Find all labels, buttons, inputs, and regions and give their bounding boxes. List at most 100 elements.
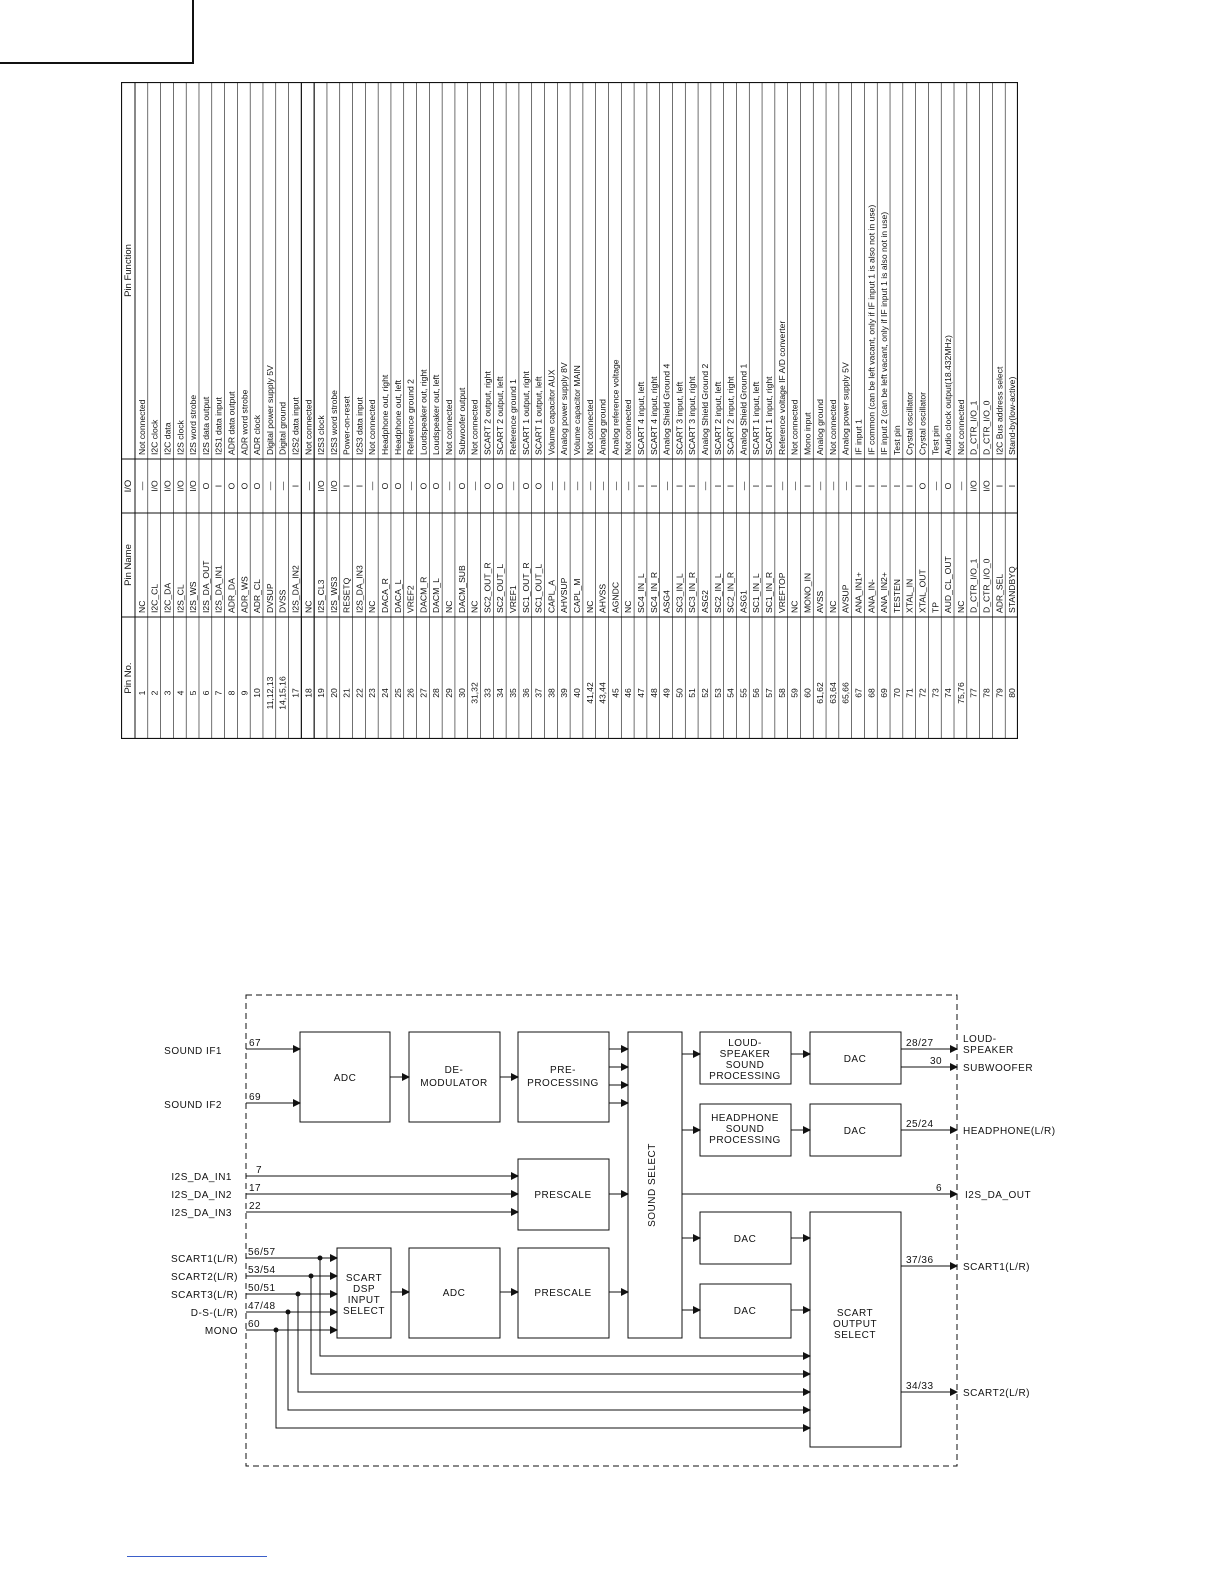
pin-function-cell: Analog Shield Ground 1	[738, 364, 748, 455]
pin-number-cell: 53	[713, 688, 723, 698]
pin-function-cell: Not connected	[790, 399, 800, 455]
pin-name-cell: ANA_IN-	[866, 579, 876, 613]
pin-number-cell: 46	[623, 688, 633, 698]
pin-function-cell: Reference ground 2	[406, 379, 416, 455]
io-cell: I/O	[969, 480, 979, 492]
pin-name-cell: DVSS	[278, 589, 288, 613]
io-cell: —	[508, 481, 518, 490]
pin-name-cell: SC2_OUT_R	[482, 562, 492, 613]
pin-name-cell: SC3_IN_L	[674, 573, 684, 613]
io-cell: —	[930, 481, 940, 490]
io-cell: O	[482, 482, 492, 489]
pin-function-cell: IF input 2 (can be left vacant, only if …	[879, 212, 889, 455]
pin-name-cell: ASG1	[738, 590, 748, 613]
pin-function-cell: Analog power supply 5V	[841, 362, 851, 455]
io-cell: O	[457, 482, 467, 489]
pin-28-27-label: 28/27	[906, 1038, 934, 1049]
pin-60-label: 60	[248, 1319, 260, 1330]
pin-function-cell: Analog Shield Ground 2	[700, 364, 710, 455]
io-cell: —	[303, 481, 313, 490]
io-cell: O	[534, 482, 544, 489]
pin-number-cell: 59	[790, 688, 800, 698]
pin-name-cell: I2C_CL	[150, 584, 160, 613]
tap-scart2	[310, 1276, 811, 1378]
table-row: 78D_CTR_I/O_0I/OD_CTR_I/O_0	[982, 400, 992, 697]
pin-53-54-label: 53/54	[248, 1265, 276, 1276]
pin-function-cell: SCART 3 input, left	[674, 381, 684, 455]
io-cell: —	[572, 481, 582, 490]
pin-number-cell: 35	[508, 688, 518, 698]
header-pin-name: Pin Name	[123, 544, 134, 586]
header-io: I/O	[123, 480, 134, 493]
pin-number-cell: 80	[1007, 688, 1017, 698]
pin-number-cell: 48	[649, 688, 659, 698]
pin-function-cell: Stand-by(low-active)	[1007, 377, 1017, 455]
pin-number-cell: 68	[866, 688, 876, 698]
preprocessing-block	[517, 1031, 610, 1123]
io-cell: I	[892, 485, 902, 487]
pin-name-cell: ADR_CL	[252, 579, 262, 613]
pin-number-cell: 79	[994, 688, 1004, 698]
pin-50-51-label: 50/51	[248, 1283, 276, 1294]
pin-number-cell: 14,15,16	[278, 676, 288, 710]
io-cell: —	[546, 481, 556, 490]
scart-out-label-3: SELECT	[834, 1330, 876, 1341]
junction-dot	[295, 1291, 301, 1297]
pin-number-cell: 45	[610, 688, 620, 698]
io-cell: —	[777, 481, 787, 490]
pin-56-57-label: 56/57	[248, 1247, 276, 1258]
pin-name-cell: ADR_SEL	[994, 574, 1004, 613]
pin-function-cell: D_CTR_I/O_0	[982, 400, 992, 455]
pin-number-cell: 78	[982, 688, 992, 698]
io-cell: O	[380, 482, 390, 489]
pin-69-label: 69	[249, 1092, 261, 1103]
io-cell: I	[726, 485, 736, 487]
prescale2-label: PRESCALE	[534, 1288, 591, 1299]
pin-function-cell: Not connected	[444, 399, 454, 455]
pin-function-cell: Analog ground	[598, 399, 608, 455]
io-cell: I/O	[162, 480, 172, 492]
demod-label-2: MODULATOR	[420, 1078, 487, 1089]
scart2-out-label: SCART2(L/R)	[963, 1388, 1030, 1399]
io-cell: —	[278, 481, 288, 490]
io-cell: I	[994, 485, 1004, 487]
pin-function-cell: Headphone out, right	[380, 374, 390, 455]
dsp-sel-label-4: SELECT	[343, 1306, 385, 1317]
footer-link-underline	[127, 1556, 267, 1557]
adc2-label: ADC	[443, 1288, 466, 1299]
pin-name-cell: I2S_WS	[188, 581, 198, 613]
pin-name-cell: TP	[930, 602, 940, 613]
io-cell: I/O	[188, 480, 198, 492]
dac-sc2-label: DAC	[734, 1306, 757, 1317]
pin-function-cell: Crystal oscillator	[905, 392, 915, 455]
preproc-label-1: PRE-	[550, 1065, 576, 1076]
pin-function-cell: D_CTR_I/O_1	[969, 400, 979, 455]
io-cell: I	[764, 485, 774, 487]
pin-function-cell: Not connected	[585, 399, 595, 455]
pin-number-cell: 21	[342, 688, 352, 698]
io-cell: O	[918, 482, 928, 489]
pin-function-cell: Test pin	[930, 425, 940, 455]
pin-number-cell: 65,66	[841, 682, 851, 704]
io-cell: I	[674, 485, 684, 487]
pin-function-cell: Headphone out, left	[393, 379, 403, 455]
scart1-out-label: SCART1(L/R)	[963, 1262, 1030, 1273]
io-cell: O	[252, 482, 262, 489]
io-cell: I	[802, 485, 812, 487]
pin-number-cell: 24	[380, 688, 390, 698]
pin-number-cell: 74	[943, 688, 953, 698]
